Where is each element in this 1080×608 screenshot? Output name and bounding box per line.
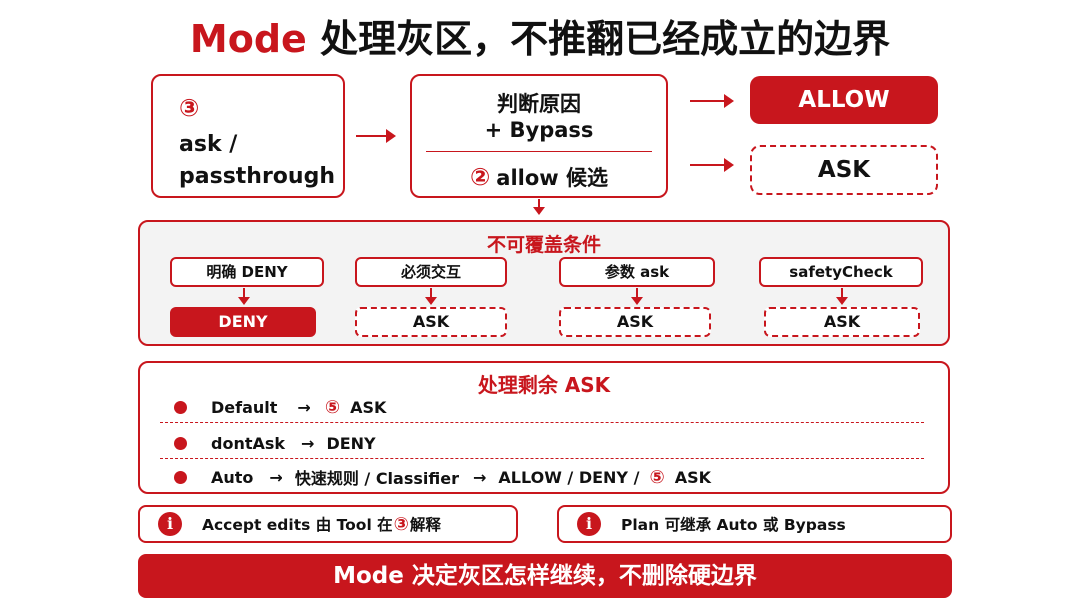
note-plan: i Plan 可继承 Auto 或 Bypass — [557, 505, 952, 543]
mode-dontask-result: DENY — [326, 433, 376, 453]
step-2-marker: ② — [469, 163, 491, 191]
title-accent: Mode — [189, 17, 307, 61]
flow-arrow-down — [533, 199, 545, 215]
row-divider — [160, 422, 924, 423]
bullet-icon — [174, 470, 187, 484]
result-ask-1: ASK — [355, 307, 507, 337]
note-plan-text: Plan 可继承 Auto 或 Bypass — [621, 516, 846, 534]
info-icon: i — [158, 512, 182, 536]
result-deny: DENY — [170, 307, 316, 337]
allow-result: ALLOW — [750, 76, 938, 124]
judge-divider — [426, 151, 652, 152]
condition-param-ask: 参数 ask — [559, 257, 715, 287]
mode-row-auto: Auto → 快速规则 / Classifier → ALLOW / DENY … — [160, 460, 924, 494]
allow-candidate-label: allow 候选 — [496, 166, 609, 190]
arrow-icon: → — [301, 433, 315, 453]
mode-auto-result: ALLOW / DENY / — [498, 467, 640, 487]
bullet-icon — [174, 436, 187, 450]
input-box: ③ ask / passthrough — [151, 74, 345, 198]
step-3-marker: ③ — [393, 513, 409, 535]
note-accept-edits-text-2: 解释 — [409, 516, 441, 534]
arrow-icon: → — [269, 467, 283, 487]
condition-arrow-1 — [238, 288, 250, 305]
info-icon: i — [577, 512, 601, 536]
bullet-icon — [174, 400, 187, 414]
note-accept-edits: i Accept edits 由 Tool 在 ③ 解释 — [138, 505, 518, 543]
condition-safety-check: safetyCheck — [759, 257, 923, 287]
mode-default-result: ASK — [350, 397, 387, 417]
mode-auto-label: Auto — [211, 467, 254, 487]
mode-dontask-label: dontAsk — [211, 433, 286, 453]
mode-row-default: Default → ⑤ ASK — [160, 390, 924, 424]
input-line-2: passthrough — [179, 164, 335, 189]
mode-row-dontask: dontAsk → DENY — [160, 426, 924, 460]
step-3-marker: ③ — [179, 94, 200, 122]
remaining-ask-panel: 处理剩余 ASK Default → ⑤ ASK dontAsk → DENY … — [138, 361, 950, 494]
step-5-marker: ⑤ — [649, 466, 665, 488]
result-ask-3: ASK — [764, 307, 920, 337]
title-text: 处理灰区，不推翻已经成立的边界 — [320, 17, 891, 61]
mode-auto-result-2: ASK — [674, 467, 711, 487]
non-overridable-title: 不可覆盖条件 — [486, 234, 601, 256]
row-divider — [160, 458, 924, 459]
condition-arrow-4 — [836, 288, 848, 305]
judge-line-1: 判断原因 — [497, 92, 581, 116]
flow-arrow-allow — [690, 94, 734, 108]
condition-explicit-deny: 明确 DENY — [170, 257, 324, 287]
input-line-1: ask / — [179, 132, 238, 157]
ask-result: ASK — [750, 145, 938, 195]
summary-banner: Mode 决定灰区怎样继续，不删除硬边界 — [138, 554, 952, 598]
arrow-icon: → — [297, 397, 311, 417]
page-title: Mode 处理灰区，不推翻已经成立的边界 — [0, 8, 1080, 63]
flow-arrow-1 — [356, 129, 396, 143]
condition-required-interaction: 必须交互 — [355, 257, 507, 287]
result-ask-2: ASK — [559, 307, 711, 337]
step-5-marker: ⑤ — [324, 396, 341, 418]
note-accept-edits-text: Accept edits 由 Tool 在 — [202, 516, 393, 534]
mode-auto-mid: 快速规则 / Classifier — [294, 469, 459, 488]
mode-default-label: Default — [211, 397, 278, 417]
remaining-ask-title: 处理剩余 ASK — [477, 373, 611, 397]
flow-arrow-ask — [690, 158, 734, 172]
arrow-icon: → — [472, 467, 487, 487]
condition-arrow-3 — [631, 288, 643, 305]
judge-line-2: + Bypass — [484, 118, 594, 142]
condition-arrow-2 — [425, 288, 437, 305]
